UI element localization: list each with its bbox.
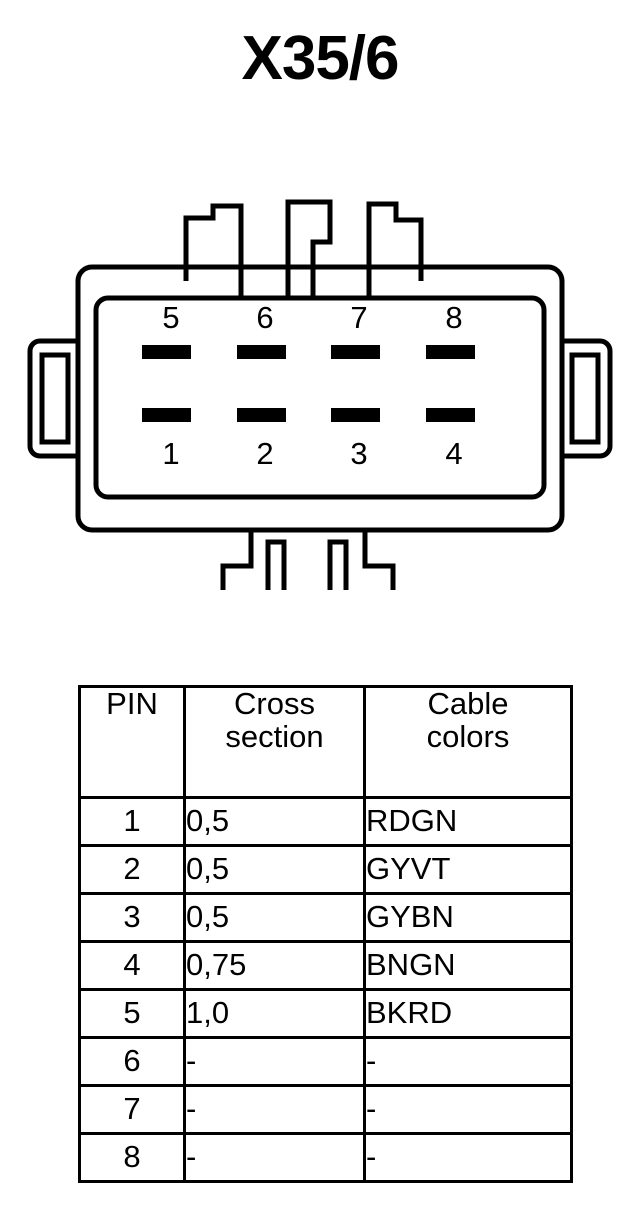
column-header-cross-section: Cross section <box>183 685 366 799</box>
pin-slot-6 <box>237 345 286 359</box>
cell-pin: 5 <box>78 988 186 1039</box>
top-center-keying-tab <box>285 199 333 298</box>
pin-slot-1 <box>142 408 191 422</box>
column-header-pin-label: PIN <box>106 686 158 721</box>
connector-inner-body <box>93 295 547 500</box>
page-title: X35/6 <box>241 24 399 93</box>
cell-pin: 6 <box>78 1036 186 1087</box>
top-right-keying-tab <box>366 201 424 298</box>
pin-label-7: 7 <box>350 300 367 335</box>
cell-cross-section: 1,0 <box>183 988 366 1039</box>
cell-cross-section: - <box>183 1084 366 1135</box>
table-row: 6-- <box>78 1036 573 1087</box>
column-header-color-line1: Cable <box>427 686 509 721</box>
column-header-pin: PIN <box>78 685 186 799</box>
cell-cross-section: 0,5 <box>183 844 366 895</box>
connector-outer-shell <box>75 264 565 533</box>
cell-cable-colors: RDGN <box>363 796 573 847</box>
column-header-color-line2: colors <box>426 718 510 754</box>
connector-diagram: 5 6 7 8 1 2 3 4 <box>0 180 640 590</box>
pin-label-8: 8 <box>445 300 462 335</box>
pin-label-5: 5 <box>162 300 179 335</box>
cell-cross-section: - <box>183 1036 366 1087</box>
pin-label-2: 2 <box>256 436 273 471</box>
cell-pin: 8 <box>78 1132 186 1183</box>
pin-slot-2 <box>237 408 286 422</box>
cell-cross-section: 0,5 <box>183 892 366 943</box>
cell-cross-section: 0,5 <box>183 796 366 847</box>
pin-slot-4 <box>426 408 475 422</box>
bottom-left-keying-tab <box>220 530 254 590</box>
cell-cable-colors: - <box>363 1132 573 1183</box>
top-left-keying-tab <box>183 203 244 298</box>
cell-pin: 7 <box>78 1084 186 1135</box>
column-header-cross-line2: section <box>225 718 324 754</box>
pin-label-3: 3 <box>350 436 367 471</box>
pin-slot-3 <box>331 408 380 422</box>
cell-cable-colors: - <box>363 1036 573 1087</box>
right-latch-slot <box>569 352 601 445</box>
cell-cable-colors: GYVT <box>363 844 573 895</box>
cell-cable-colors: BNGN <box>363 940 573 991</box>
left-side-latch <box>27 338 81 459</box>
bottom-right-keying-tab <box>362 530 396 590</box>
pin-label-4: 4 <box>445 436 462 471</box>
right-side-latch <box>559 338 613 459</box>
table-row: 8-- <box>78 1132 573 1183</box>
table-row: 7-- <box>78 1084 573 1135</box>
cell-pin: 2 <box>78 844 186 895</box>
table-header: PIN Cross section Cable colors <box>78 685 573 799</box>
pin-slot-7 <box>331 345 380 359</box>
column-header-cable-colors: Cable colors <box>363 685 573 799</box>
cell-pin: 1 <box>78 796 186 847</box>
cell-cable-colors: BKRD <box>363 988 573 1039</box>
bottom-left-inner-tab <box>265 539 287 590</box>
bottom-center-tab <box>327 539 349 590</box>
cell-cross-section: 0,75 <box>183 940 366 991</box>
pin-label-6: 6 <box>256 300 273 335</box>
pin-slot-5 <box>142 345 191 359</box>
pin-label-1: 1 <box>162 436 179 471</box>
cell-cable-colors: - <box>363 1084 573 1135</box>
cell-pin: 4 <box>78 940 186 991</box>
cell-pin: 3 <box>78 892 186 943</box>
pin-slot-8 <box>426 345 475 359</box>
table-header-row: PIN Cross section Cable colors <box>78 685 573 799</box>
cell-cable-colors: GYBN <box>363 892 573 943</box>
cell-cross-section: - <box>183 1132 366 1183</box>
column-header-cross-line1: Cross <box>234 686 315 721</box>
left-latch-slot <box>39 352 71 445</box>
